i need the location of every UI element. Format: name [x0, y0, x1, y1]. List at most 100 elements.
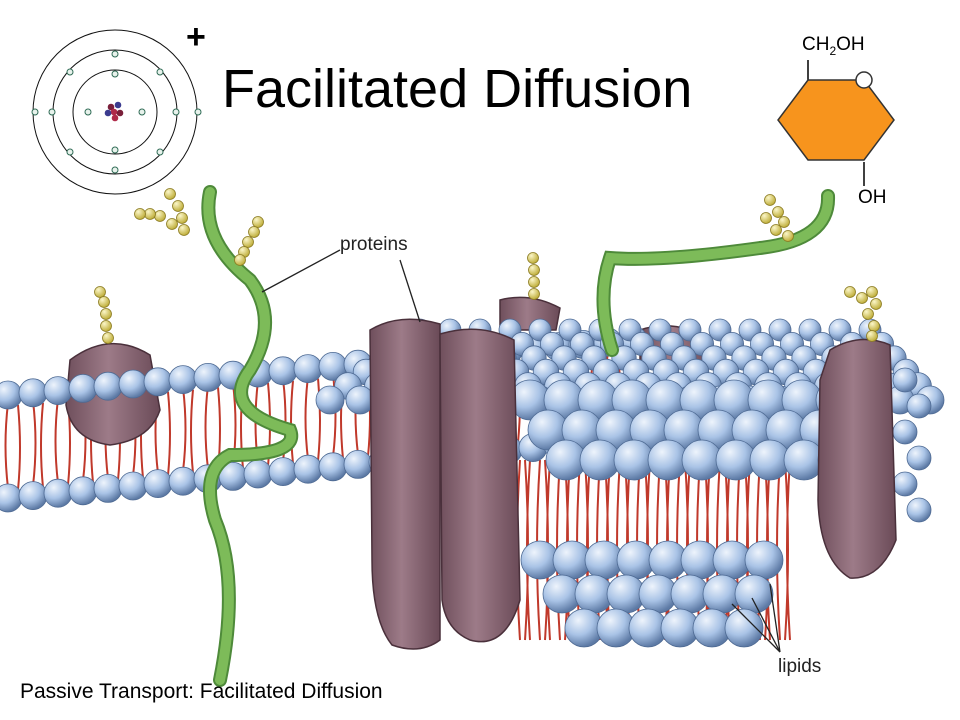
electron	[49, 109, 55, 115]
lipid-head	[269, 357, 297, 385]
sugar-bead	[871, 299, 882, 310]
sugar-bead	[155, 211, 166, 222]
lipid-head	[44, 377, 72, 405]
lipid-head	[94, 372, 122, 400]
sugar-bead	[761, 213, 772, 224]
sugar-bead	[95, 287, 106, 298]
lipid-head	[893, 368, 917, 392]
sugar-bead	[99, 297, 110, 308]
lipid-head	[144, 368, 172, 396]
hexagon-ring	[778, 80, 894, 160]
positive-charge-sign: +	[186, 18, 206, 57]
channel-protein-left-half	[370, 319, 440, 649]
sugar-bead	[857, 293, 868, 304]
proteins-label: proteins	[340, 234, 408, 256]
lipid-tail	[56, 399, 59, 484]
sugar-bead	[249, 227, 260, 238]
electron	[112, 71, 118, 77]
lipid-tail	[183, 388, 186, 472]
lipid-head	[893, 472, 917, 496]
lipids-label: lipids	[778, 656, 821, 678]
oh-text: OH	[836, 34, 865, 55]
lipid-tail	[306, 377, 309, 460]
lipid-head	[119, 472, 147, 500]
sugar-bead	[135, 209, 146, 220]
glucose-top-group: CH2OH	[802, 34, 865, 58]
sugar-bead	[867, 331, 878, 342]
sugar-bead	[869, 321, 880, 332]
lipid-head	[94, 474, 122, 502]
electron	[139, 109, 145, 115]
glucose-ring	[778, 60, 894, 186]
sugar-bead	[101, 309, 112, 320]
nucleon	[105, 110, 112, 117]
lipid-head	[725, 609, 763, 647]
lipid-head	[294, 455, 322, 483]
sugar-bead	[529, 277, 540, 288]
sugar-bead	[863, 309, 874, 320]
nucleon	[115, 102, 122, 109]
lipid-head	[907, 498, 931, 522]
nucleon	[111, 109, 118, 116]
sugar-bead	[529, 289, 540, 300]
sugar-bead	[528, 253, 539, 264]
electron	[157, 69, 163, 75]
sugar-bead	[529, 265, 540, 276]
glucose-bottom-group: OH	[858, 187, 887, 209]
sugar-bead	[145, 209, 156, 220]
lipid-tail	[168, 392, 170, 476]
sugar-bead	[179, 225, 190, 236]
lipid-head	[893, 420, 917, 444]
lipid-head	[244, 460, 272, 488]
sugar-bead	[235, 255, 246, 266]
proteins-leader-line	[400, 260, 420, 322]
ch-text: CH	[802, 34, 829, 55]
protein-right	[818, 340, 896, 579]
lipid-head	[119, 370, 147, 398]
sugar-bead	[765, 195, 776, 206]
sugar-bead	[845, 287, 856, 298]
lipid-head	[169, 467, 197, 495]
lipid-head	[269, 458, 297, 486]
lipid-tail	[291, 381, 293, 464]
sugar-bead	[177, 213, 188, 224]
electron	[85, 109, 91, 115]
lipid-tail	[206, 385, 209, 468]
ring-oxygen	[856, 72, 872, 88]
electron	[157, 149, 163, 155]
lipid-head	[319, 453, 347, 481]
electron	[67, 149, 73, 155]
lipid-head	[194, 363, 222, 391]
electron	[67, 69, 73, 75]
sugar-bead	[867, 287, 878, 298]
lipid-head	[344, 450, 372, 478]
lipid-head	[745, 541, 783, 579]
slide-caption: Passive Transport: Facilitated Diffusion	[20, 680, 383, 704]
electron	[112, 147, 118, 153]
proteins-leader-line	[262, 250, 340, 292]
lipid-head	[735, 575, 773, 613]
lipid-head	[0, 381, 22, 409]
lipid-head	[294, 355, 322, 383]
lipid-tail	[41, 403, 43, 488]
sugar-bead	[165, 189, 176, 200]
sugar-bead	[771, 225, 782, 236]
sugar-bead	[103, 333, 114, 344]
lipid-head	[316, 386, 344, 414]
lipid-head	[907, 446, 931, 470]
electron	[112, 167, 118, 173]
sugar-bead	[173, 201, 184, 212]
lipid-head	[144, 470, 172, 498]
electron	[32, 109, 38, 115]
lipid-head	[169, 366, 197, 394]
lipid-tail	[191, 390, 193, 474]
nucleon	[117, 110, 124, 117]
sugar-bead	[253, 217, 264, 228]
sugar-bead	[783, 231, 794, 242]
channel-protein-right-half	[440, 329, 520, 641]
sugar-bead	[773, 207, 784, 218]
nucleon	[112, 115, 119, 122]
electron	[112, 51, 118, 57]
slide-title: Facilitated Diffusion	[222, 58, 692, 120]
